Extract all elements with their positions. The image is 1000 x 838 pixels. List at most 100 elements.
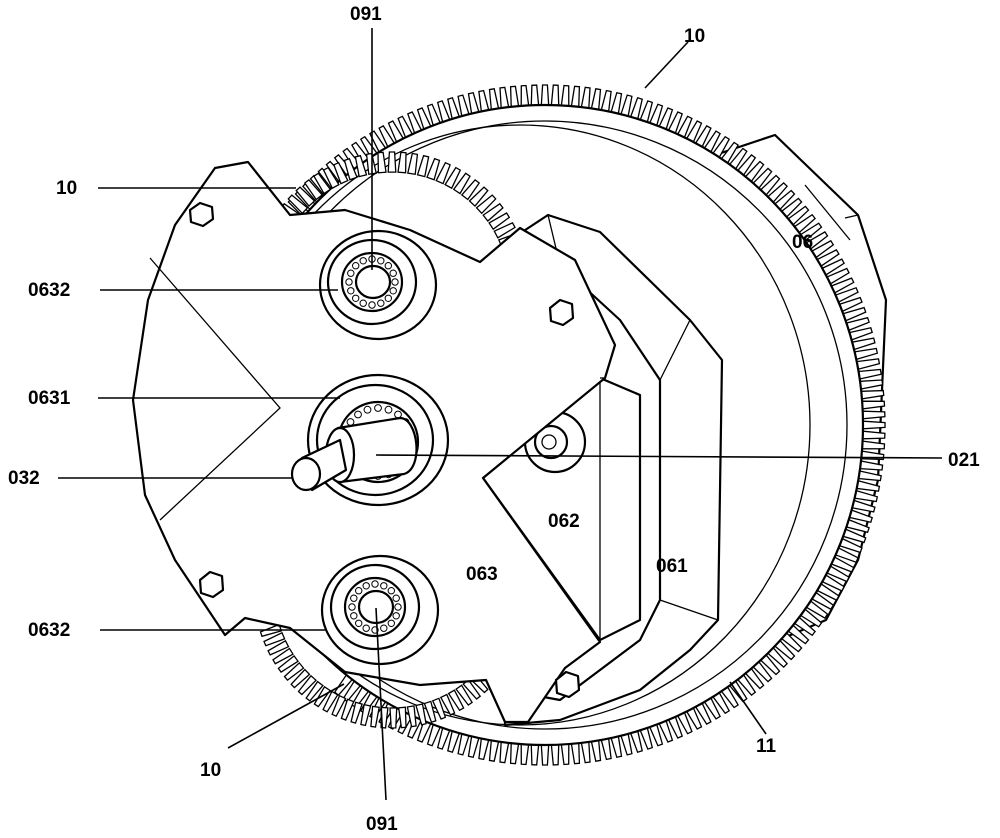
label-062: 062 (548, 511, 580, 532)
leader-021 (375, 454, 943, 459)
gear-tooth (277, 654, 299, 673)
gear-tooth (370, 705, 380, 728)
carrier-plate-facet-left (149, 257, 281, 521)
bearing-ball (392, 612, 400, 620)
label-0632-bottom: 0632 (28, 620, 70, 641)
gear-tooth (415, 703, 427, 726)
gear-tooth (444, 166, 462, 190)
bearing-ball (359, 257, 367, 265)
gear-tooth (862, 410, 886, 420)
bearing-ball (394, 410, 402, 419)
bearing-ball (368, 301, 376, 309)
label-11: 11 (756, 736, 777, 757)
gear-tooth (407, 152, 419, 176)
gear-tooth (447, 689, 465, 712)
bearing-ball (371, 580, 379, 588)
shaft-032 (290, 416, 418, 492)
gear-tooth (350, 701, 363, 724)
label-10-top: 10 (684, 26, 705, 47)
label-091-bottom: 091 (366, 814, 398, 835)
label-032: 032 (8, 468, 40, 489)
bearing-ball (348, 603, 356, 611)
gear-tooth (267, 639, 290, 656)
bracket-062-bearing-inner (533, 424, 569, 460)
gear-tooth (550, 742, 560, 766)
gear-tooth (406, 705, 417, 728)
gear-tooth (397, 151, 407, 174)
bearing-ball (362, 624, 370, 632)
gear-tooth (360, 703, 372, 727)
bearing-ball (359, 299, 367, 307)
gear-tooth (861, 440, 886, 450)
bearing-ball (387, 619, 395, 627)
gear-tooth (431, 697, 447, 720)
bearing-ball (355, 619, 363, 627)
leader-10-top (644, 41, 689, 89)
gear-tooth (313, 172, 332, 195)
bearing-ball (380, 582, 388, 590)
gear-tooth (452, 172, 471, 195)
gear-tooth (460, 179, 481, 201)
gear-tooth (343, 157, 358, 181)
gear-tooth (377, 151, 387, 174)
bearing-ball (391, 278, 399, 286)
bearing-ball (380, 624, 388, 632)
bearing-ball (384, 294, 392, 302)
bearing-ball (347, 269, 355, 277)
rear-housing-06-edge (804, 184, 859, 241)
gear-tooth (462, 678, 482, 700)
gear-tooth (305, 680, 324, 702)
gear-tooth (290, 668, 311, 689)
gear-tooth (272, 647, 294, 665)
label-091-top: 091 (350, 4, 382, 25)
hex-bolt-bottom-right (554, 670, 581, 699)
bearing-ball (350, 612, 358, 620)
gear-tooth (530, 84, 540, 108)
gear-tooth (540, 742, 550, 766)
bearing-ball (389, 269, 397, 277)
gear-tooth (333, 161, 349, 185)
leader-11 (729, 681, 767, 735)
bearing-ball (354, 410, 362, 419)
bearing-ball (377, 257, 385, 265)
label-063: 063 (466, 564, 498, 585)
bearing-ball (347, 287, 355, 295)
bearing-ball (362, 582, 370, 590)
gear-tooth (482, 202, 504, 222)
label-10-bottom: 10 (200, 760, 221, 781)
bearing-ball (384, 405, 393, 414)
bearing-ball (387, 587, 395, 595)
bearing-ball (377, 299, 385, 307)
label-061: 061 (656, 556, 688, 577)
gear-tooth (488, 212, 511, 231)
label-0632-top: 0632 (28, 280, 70, 301)
bearing-ball (352, 294, 360, 302)
label-0631: 0631 (28, 388, 71, 409)
gear-tooth (439, 693, 456, 716)
gear-tooth (387, 151, 397, 173)
bearing-ball (374, 404, 382, 412)
gear-tooth (550, 84, 560, 108)
housing-061 (503, 213, 724, 727)
hex-bolt-top-left (188, 201, 215, 228)
gear-tooth (297, 674, 317, 696)
leader-091-bottom (375, 607, 387, 801)
bearing-ball (350, 594, 358, 602)
gear-tooth (416, 154, 430, 178)
label-021: 021 (948, 450, 980, 471)
gear-tooth (303, 179, 324, 201)
gear-tooth (331, 694, 347, 718)
gear-tooth (540, 84, 550, 108)
bearing-ball (394, 603, 402, 611)
label-06: 06 (792, 232, 813, 253)
gear-tooth (283, 661, 305, 681)
bearing-ball (346, 418, 355, 426)
gear-tooth (340, 698, 355, 721)
hex-bolt-bottom-left (198, 570, 225, 599)
bearing-ball (392, 594, 400, 602)
gear-tooth (435, 161, 451, 185)
gear-tooth (530, 742, 540, 766)
gear-tooth (354, 154, 368, 178)
